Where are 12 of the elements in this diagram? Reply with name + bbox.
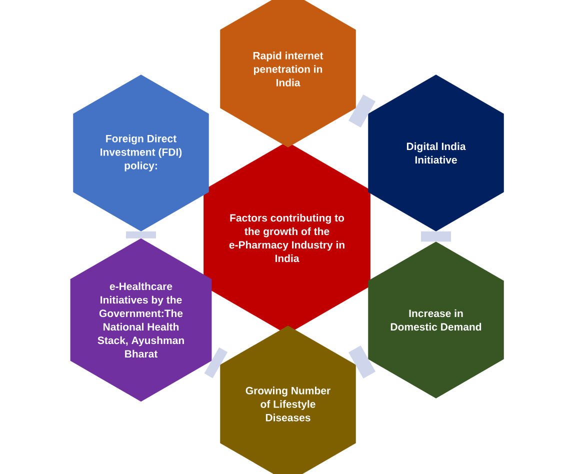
connector-band (204, 347, 228, 378)
hexagon: Growing Number of Lifestyle Diseases (220, 326, 356, 474)
hexagon: Foreign Direct Investment (FDI) policy: (73, 74, 209, 232)
hexagon: Rapid internet penetration in India (220, 0, 356, 148)
connector-band (126, 231, 156, 238)
connector-band (421, 231, 451, 242)
hexagon: e-Healthcare Initiatives by the Government:The National Health Stack, Ayushman Bharat (70, 238, 212, 402)
hexagon: Digital India Initiative (368, 74, 504, 232)
hexagon: Increase in Domestic Demand (368, 242, 504, 398)
connector-band (348, 94, 376, 128)
connector-band (348, 345, 376, 378)
hexagon: Factors contributing to the growth of the e-Pharmacy Industry in India (204, 142, 370, 334)
